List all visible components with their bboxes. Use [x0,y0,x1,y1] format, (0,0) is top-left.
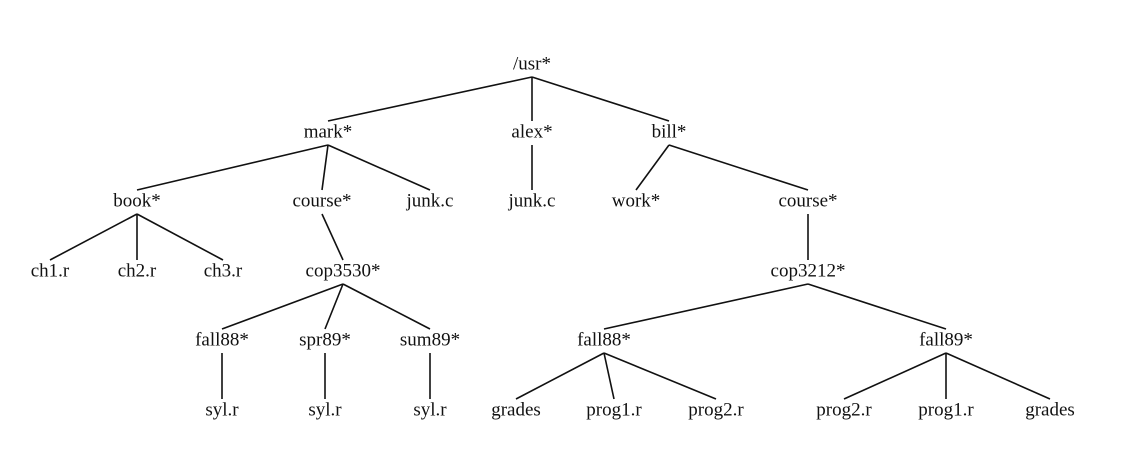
edge-cop3530-spr89 [324,283,344,330]
node-mark-course: course* [292,190,351,211]
node-spr89-syl: syl.r [308,399,342,420]
node-sum89-syl: syl.r [413,399,447,420]
edge-cop3530-sum89 [342,283,431,330]
node-alex-junk: junk.c [508,190,556,211]
node-mark: mark* [304,121,353,142]
node-alex: alex* [511,121,552,142]
node-bill-work: work* [612,190,661,211]
node-cop3212: cop3212* [771,260,846,281]
edge-bill-course [668,144,809,191]
edge-usr-mark [327,76,533,122]
node-f89-prog2: prog2.r [816,399,872,420]
node-fall88-syl: syl.r [205,399,239,420]
edge-usr-bill [531,76,670,122]
edge-mark-course [321,144,329,191]
node-book-ch3: ch3.r [204,260,243,281]
node-bill-course: course* [778,190,837,211]
edge-f88-prog2 [603,352,717,400]
node-mark-book: book* [113,190,161,211]
edge-bill-work [635,144,670,191]
node-f88-grades: grades [491,399,541,420]
node-book-ch2: ch2.r [118,260,157,281]
tree-labels: /usr* mark* alex* bill* book* course* ju… [31,53,1075,420]
node-book-ch1: ch1.r [31,260,70,281]
node-cop3212-fall88: fall88* [577,329,631,350]
edge-f88-grades [515,352,605,400]
node-f89-prog1: prog1.r [918,399,974,420]
node-f88-prog2: prog2.r [688,399,744,420]
edge-f88-prog1 [603,352,615,400]
node-cop3530: cop3530* [306,260,381,281]
node-bill: bill* [652,121,687,142]
node-cop3530-sum89: sum89* [400,329,460,350]
tree-edges [49,76,1051,400]
edge-mark-junk [327,144,431,191]
node-f89-grades: grades [1025,399,1075,420]
node-cop3212-fall89: fall89* [919,329,973,350]
edge-cop3212-fall88 [603,283,809,330]
edge-book-ch3 [136,213,224,261]
node-cop3530-fall88: fall88* [195,329,249,350]
node-usr: /usr* [513,53,551,74]
edge-course-cop3530 [321,213,344,261]
edge-mark-book [136,144,329,191]
node-f88-prog1: prog1.r [586,399,642,420]
edge-f89-prog2 [843,352,947,400]
edge-f89-grades [945,352,1051,400]
edge-book-ch1 [49,213,138,261]
edge-cop3212-fall89 [807,283,947,330]
edge-cop3530-fall88 [221,283,344,330]
node-mark-junk: junk.c [406,190,454,211]
node-cop3530-spr89: spr89* [299,329,351,350]
